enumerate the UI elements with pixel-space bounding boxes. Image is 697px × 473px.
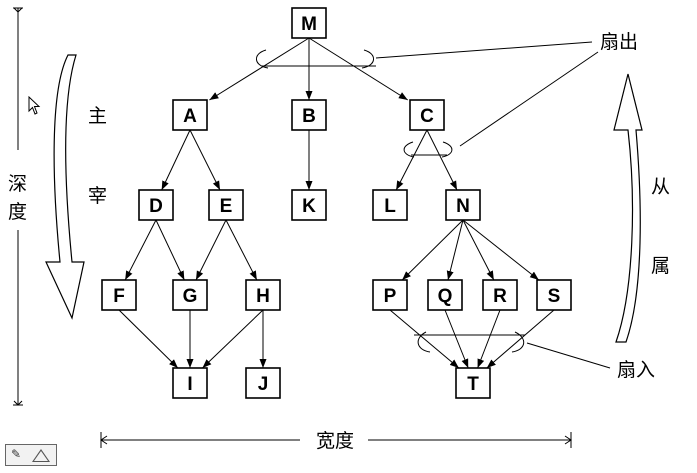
node-label: K xyxy=(302,196,316,217)
node-box xyxy=(245,279,281,311)
fan-out-label: 扇出 xyxy=(600,31,638,53)
edge-r-t xyxy=(477,309,501,369)
node-box xyxy=(138,189,174,221)
node-box xyxy=(101,279,137,311)
node-label: J xyxy=(258,374,269,395)
node-box xyxy=(445,189,481,221)
fan-in-label: 扇入 xyxy=(617,359,655,381)
edge-e-g xyxy=(195,219,227,281)
fan-out-annotation: 扇出 xyxy=(256,31,638,158)
edge-d-f xyxy=(124,219,157,281)
node-r: R xyxy=(482,279,518,311)
node-d: D xyxy=(138,189,174,221)
node-h: H xyxy=(245,279,281,311)
edge-n-q xyxy=(446,219,464,281)
node-box xyxy=(372,279,408,311)
node-label: A xyxy=(183,106,197,127)
node-label: R xyxy=(493,286,507,307)
node-s: S xyxy=(536,279,572,311)
edge-d-g xyxy=(155,219,185,281)
edge-q-t xyxy=(444,309,469,369)
edge-n-s xyxy=(462,219,540,281)
node-label: G xyxy=(183,286,198,307)
edge-f-i xyxy=(118,309,179,369)
node-box xyxy=(245,367,281,399)
node-label: F xyxy=(113,286,125,307)
triangle-icon xyxy=(32,449,50,462)
edge-m-a xyxy=(209,37,310,101)
width-axis: 宽度 xyxy=(100,430,572,452)
node-q: Q xyxy=(427,279,463,311)
node-c: C xyxy=(409,99,445,131)
node-box xyxy=(172,367,208,399)
edge-c-l xyxy=(395,129,428,191)
node-box xyxy=(172,279,208,311)
node-box xyxy=(208,189,244,221)
nodes-layer: M A B C D E K L N F G H P Q R S I J T xyxy=(101,7,572,399)
node-label: T xyxy=(467,374,479,395)
node-box xyxy=(291,189,327,221)
depth-label-1: 深 xyxy=(8,173,27,195)
edge-h-i xyxy=(202,309,264,369)
edge-n-r xyxy=(462,219,495,281)
control-arrow: 主 宰 xyxy=(45,54,107,320)
node-box xyxy=(291,99,327,131)
subordinate-arrow: 从 属 xyxy=(613,73,670,343)
edge-e-h xyxy=(225,219,258,281)
control-label-bottom: 宰 xyxy=(88,185,107,207)
fan-in-annotation: 扇入 xyxy=(414,331,655,381)
edge-s-t xyxy=(486,309,555,369)
node-box xyxy=(291,7,327,39)
node-box xyxy=(536,279,572,311)
depth-label-2: 度 xyxy=(8,201,27,223)
node-label: P xyxy=(384,286,397,307)
node-label: D xyxy=(149,196,163,217)
node-label: C xyxy=(420,106,434,127)
node-box xyxy=(482,279,518,311)
toolbar-icon: ✎ xyxy=(11,447,22,461)
node-label: Q xyxy=(438,286,453,307)
node-t: T xyxy=(455,367,491,399)
edge-m-c xyxy=(308,37,409,101)
node-j: J xyxy=(245,367,281,399)
node-m: M xyxy=(291,7,327,39)
node-box xyxy=(427,279,463,311)
depth-axis: 深 度 xyxy=(8,7,27,406)
width-label: 宽度 xyxy=(316,430,354,452)
edge-a-e xyxy=(189,129,221,191)
node-box xyxy=(455,367,491,399)
node-f: F xyxy=(101,279,137,311)
edge-a-d xyxy=(161,129,191,191)
subordinate-label-bottom: 属 xyxy=(651,255,670,277)
node-k: K xyxy=(291,189,327,221)
node-box xyxy=(409,99,445,131)
node-label: E xyxy=(220,196,233,217)
node-label: I xyxy=(187,374,192,395)
node-label: B xyxy=(302,106,316,127)
node-box xyxy=(172,99,208,131)
node-b: B xyxy=(291,99,327,131)
node-g: G xyxy=(172,279,208,311)
toolbar-widget[interactable]: ✎ xyxy=(5,444,57,466)
subordinate-label-top: 从 xyxy=(651,176,670,198)
node-i: I xyxy=(172,367,208,399)
node-box xyxy=(372,189,408,221)
edges-layer xyxy=(118,37,555,369)
node-l: L xyxy=(372,189,408,221)
mouse-cursor-icon xyxy=(28,95,42,120)
node-a: A xyxy=(172,99,208,131)
node-p: P xyxy=(372,279,408,311)
edge-c-n xyxy=(426,129,458,191)
edge-n-p xyxy=(401,219,464,281)
node-label: N xyxy=(456,196,470,217)
control-label-top: 主 xyxy=(88,105,107,127)
node-label: M xyxy=(301,14,317,35)
node-n: N xyxy=(445,189,481,221)
node-e: E xyxy=(208,189,244,221)
edge-p-t xyxy=(389,309,460,369)
node-label: H xyxy=(256,286,270,307)
node-label: S xyxy=(548,286,561,307)
node-label: L xyxy=(384,196,396,217)
